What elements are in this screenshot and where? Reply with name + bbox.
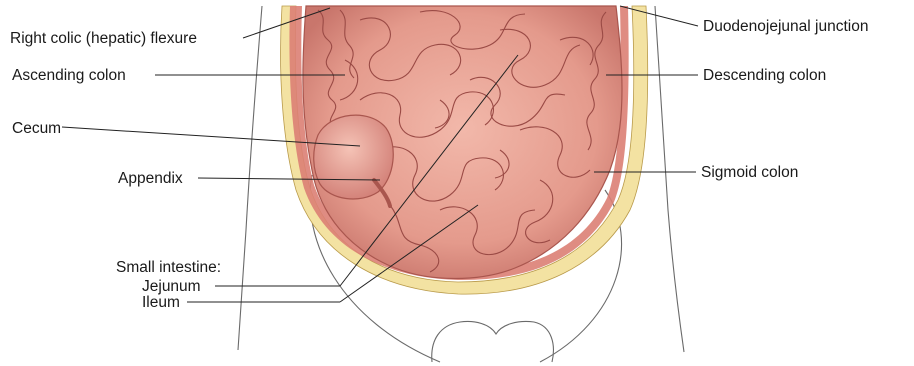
label-ascending-colon: Ascending colon [12, 67, 126, 84]
label-sigmoid-colon: Sigmoid colon [701, 164, 798, 181]
label-ileum: Ileum [142, 294, 180, 311]
label-small-intestine: Small intestine: [116, 259, 221, 276]
label-jejunum: Jejunum [142, 278, 201, 295]
label-cecum: Cecum [12, 120, 61, 137]
label-descending-colon: Descending colon [703, 67, 826, 84]
label-duodenojejunal-junction: Duodenojejunal junction [703, 18, 868, 35]
label-appendix: Appendix [118, 170, 183, 187]
label-right-colic-flexure: Right colic (hepatic) flexure [10, 30, 197, 47]
